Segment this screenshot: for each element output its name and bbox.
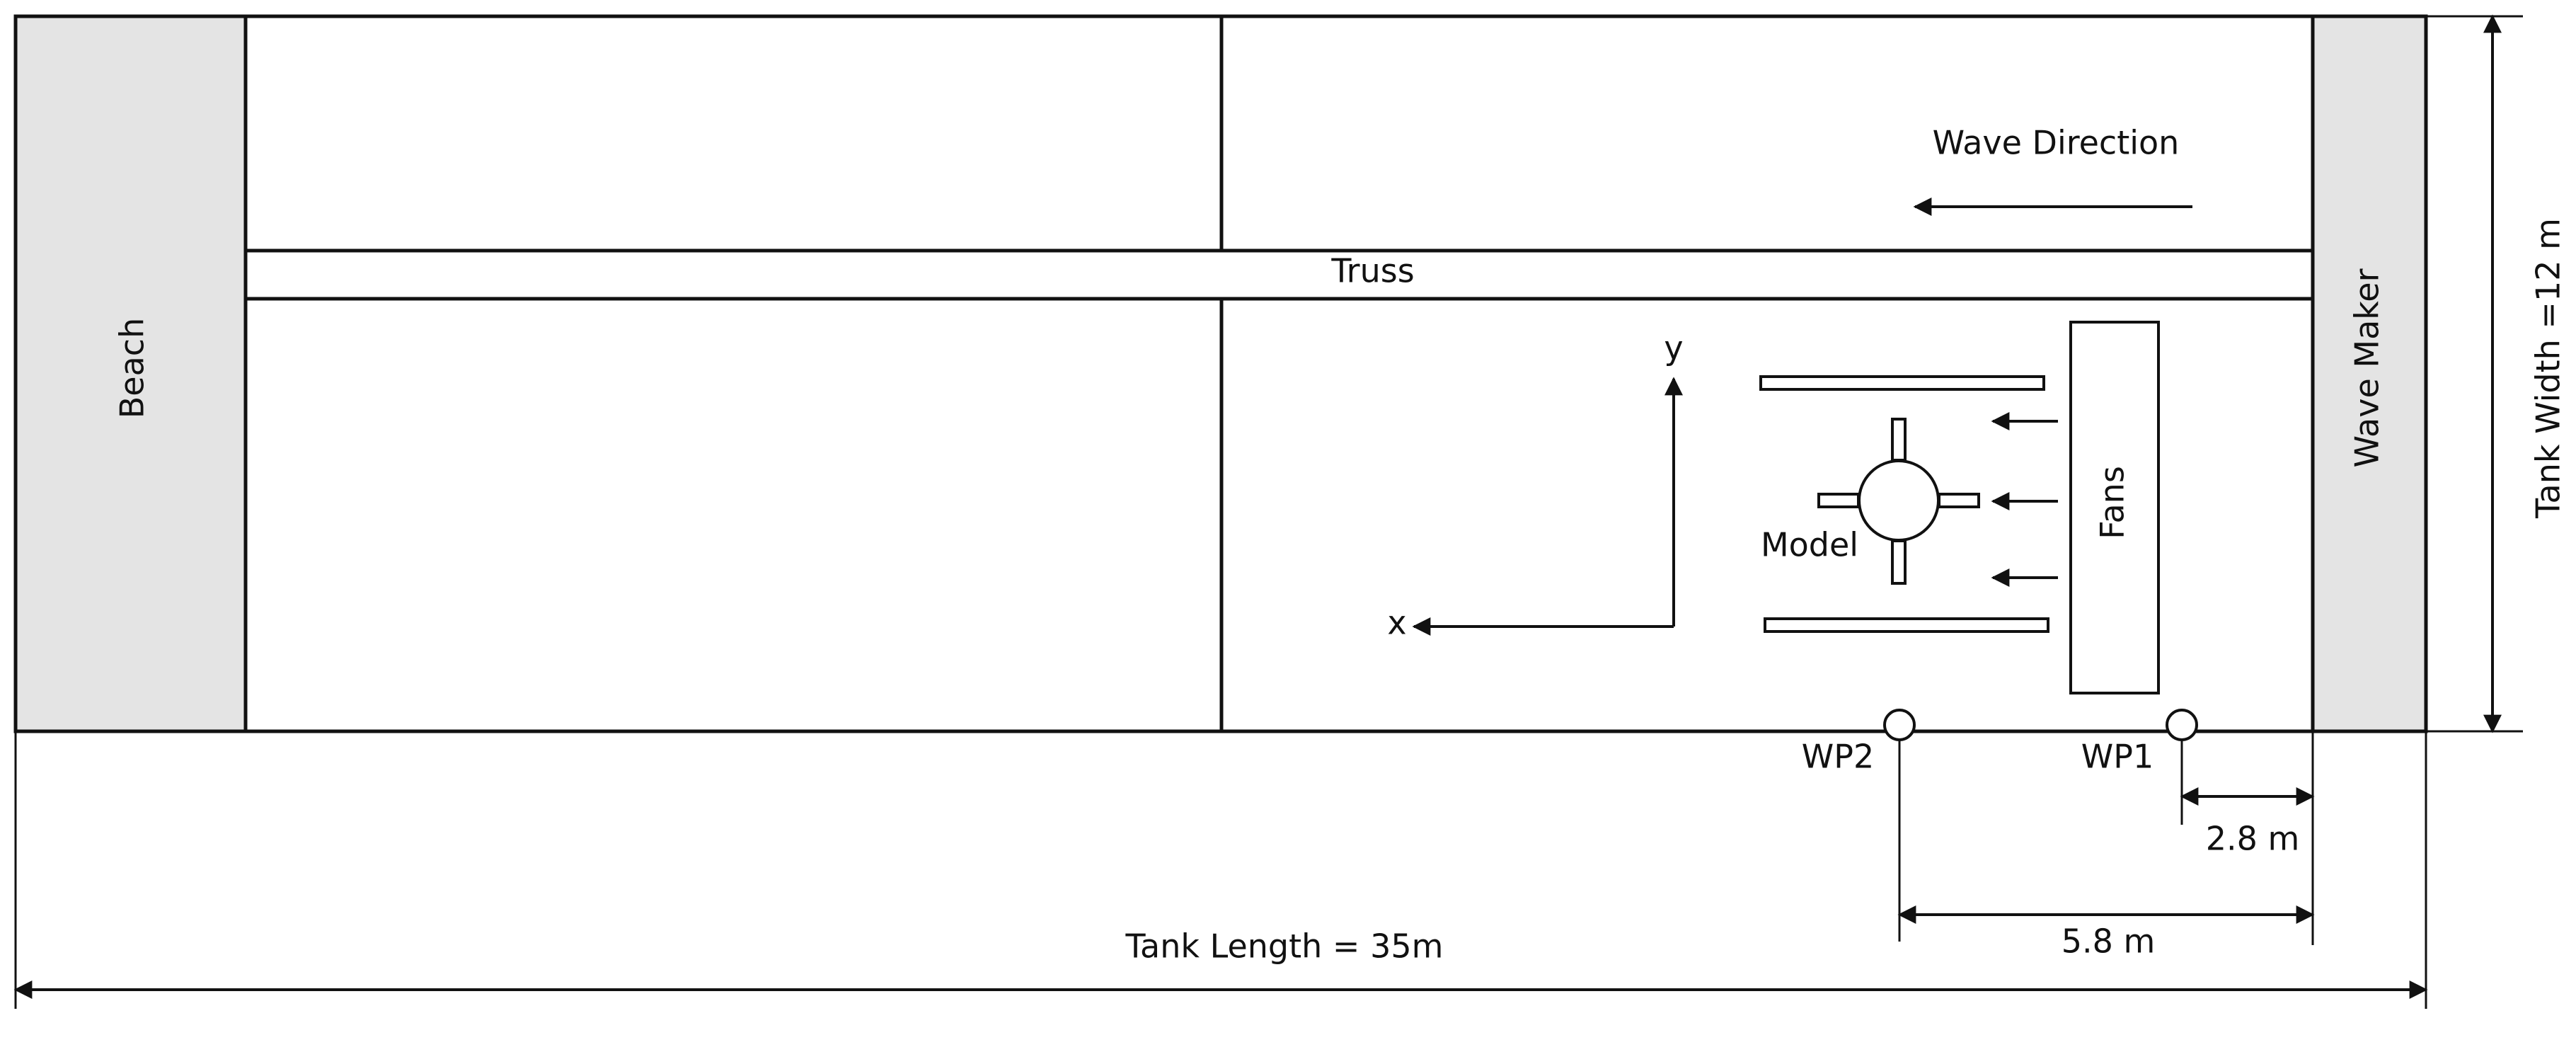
dim-wp2-label: 5.8 m bbox=[2062, 922, 2156, 961]
model-arm-bottom bbox=[1891, 539, 1907, 585]
wave-direction-label: Wave Direction bbox=[1933, 124, 2180, 162]
floating-model bbox=[1817, 418, 1980, 585]
truss-beam bbox=[243, 248, 2315, 301]
fans-label: Fans bbox=[2093, 466, 2132, 539]
wave-probe-wp2 bbox=[1883, 709, 1916, 741]
beach-block bbox=[13, 14, 248, 733]
model-arm-right bbox=[1938, 493, 1980, 508]
lower-rail bbox=[1764, 617, 2049, 633]
tank-width-label: Tank Width =12 m bbox=[2529, 218, 2568, 519]
wp2-label: WP2 bbox=[1802, 738, 1875, 776]
axis-y-label: y bbox=[1664, 329, 1683, 367]
dim-wp1-label: 2.8 m bbox=[2206, 820, 2300, 858]
upper-rail bbox=[1759, 375, 2045, 391]
wave-maker-label: Wave Maker bbox=[2348, 268, 2386, 467]
truss-label: Truss bbox=[1330, 252, 1414, 290]
model-arm-top bbox=[1891, 418, 1907, 462]
wave-maker-block bbox=[2311, 14, 2428, 733]
fans-block bbox=[2069, 321, 2160, 694]
wp1-label: WP1 bbox=[2081, 738, 2154, 776]
tank-length-label: Tank Length = 35m bbox=[1125, 927, 1444, 966]
model-hull bbox=[1858, 459, 1940, 542]
model-arm-left bbox=[1817, 493, 1860, 508]
axis-x-label: x bbox=[1387, 604, 1406, 642]
model-label: Model bbox=[1761, 526, 1858, 564]
wave-probe-wp1 bbox=[2166, 709, 2198, 741]
beach-label: Beach bbox=[113, 318, 151, 419]
